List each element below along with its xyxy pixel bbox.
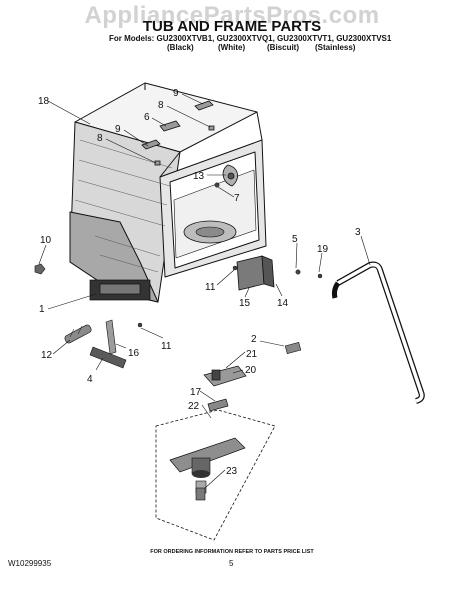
clip-8-left	[154, 160, 161, 166]
variant-label-white: (White)	[218, 43, 246, 52]
callout-11-upper: 11	[205, 282, 216, 293]
door-gasket-3	[331, 261, 425, 404]
callout-15: 15	[239, 298, 251, 309]
callout-17: 17	[190, 387, 202, 398]
float-switch-parts	[203, 365, 247, 412]
callout-18: 18	[38, 96, 50, 107]
ordering-info-note: FOR ORDERING INFORMATION REFER TO PARTS …	[150, 549, 314, 555]
strip-16	[105, 319, 117, 355]
callout-12: 12	[41, 350, 53, 361]
callout-7: 7	[234, 193, 240, 204]
callout-6: 6	[144, 112, 150, 123]
part-23	[195, 487, 206, 501]
callout-5: 5	[292, 234, 298, 245]
page-title: TUB AND FRAME PARTS	[142, 18, 322, 35]
screw-11-upper	[232, 265, 238, 271]
washer-5	[295, 269, 301, 275]
variant-label-black: (Black)	[167, 43, 194, 52]
watermark: AppliancePartsPros.com	[84, 2, 380, 29]
pad-4	[89, 346, 127, 369]
callout-8-top: 8	[158, 100, 164, 111]
clip-8-right	[208, 125, 215, 131]
screws	[137, 182, 323, 328]
callout-11-lower: 11	[161, 341, 172, 352]
callout-9-left: 9	[115, 124, 121, 135]
bracket-9-right	[194, 100, 214, 111]
tub-assembly	[69, 82, 267, 303]
callout-4: 4	[87, 374, 93, 385]
callout-20: 20	[245, 365, 257, 376]
top-brackets	[141, 100, 215, 166]
callout-2: 2	[251, 334, 257, 345]
spring-hose-12	[64, 324, 92, 344]
callout-1: 1	[39, 304, 45, 315]
inset-box-22	[155, 409, 276, 541]
screw-7	[214, 182, 220, 188]
lower-frame-1	[89, 279, 151, 301]
variant-label-stainless: (Stainless)	[315, 43, 356, 52]
callout-16: 16	[128, 348, 140, 359]
nut-10	[34, 263, 46, 275]
callout-22: 22	[188, 401, 200, 412]
bracket-9-left	[141, 139, 161, 150]
screw-11-lower	[137, 322, 143, 328]
connector-2	[284, 341, 302, 355]
callout-23: 23	[226, 466, 238, 477]
callout-14: 14	[277, 298, 289, 309]
callout-21: 21	[246, 349, 258, 360]
callout-13: 13	[193, 171, 205, 182]
door-hinge-part	[222, 164, 238, 187]
callout-labels: 18 9 8 6 9 8 13 7 10 5 19 3 11 15 14 1 1…	[38, 88, 361, 477]
variant-label-biscuit: (Biscuit)	[267, 43, 299, 52]
callout-3: 3	[355, 227, 361, 238]
callout-9-top: 9	[173, 88, 179, 99]
page-number: 5	[229, 559, 234, 568]
callout-8-left: 8	[97, 133, 103, 144]
callout-10: 10	[40, 235, 52, 246]
bracket-6	[159, 120, 181, 132]
leader-lines	[38, 93, 371, 489]
callout-19: 19	[317, 244, 329, 255]
models-line: For Models: GU2300XTVB1, GU2300XTVQ1, GU…	[109, 34, 392, 43]
document-id: W10299935	[8, 559, 52, 568]
screw-19	[317, 273, 323, 279]
mount-bracket-15	[236, 255, 275, 291]
